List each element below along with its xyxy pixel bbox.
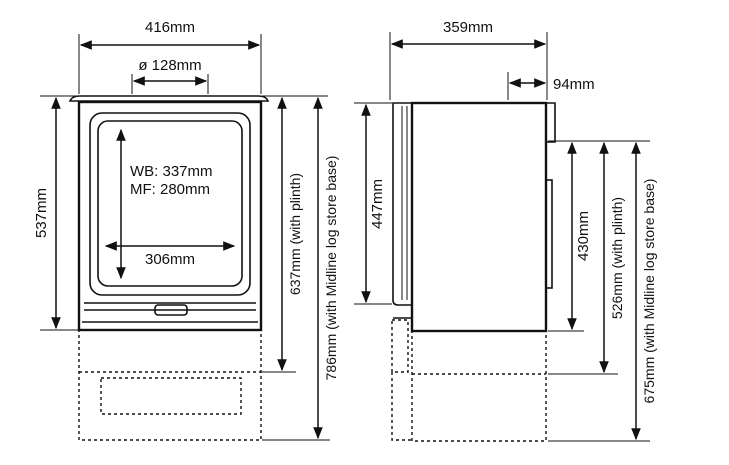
window-width-label: 306mm <box>145 251 195 268</box>
front-log-store-opening <box>100 377 242 415</box>
width-label: 416mm <box>145 19 195 36</box>
side-logstore-height-label: 675mm (with Midline log store base) <box>641 179 657 404</box>
side-view: 359mm 94mm 447mm 430mm 526mm (with plint… <box>354 19 657 442</box>
glass-label-mf: MF: 280mm <box>130 181 210 198</box>
side-rear-flue-collar <box>546 102 556 143</box>
side-plinth-height-label: 526mm (with plinth) <box>609 197 625 319</box>
side-body <box>410 101 548 333</box>
plinth-height-label: 637mm (with plinth) <box>287 173 303 295</box>
flue-offset-label: 94mm <box>553 76 595 93</box>
side-rear-handle <box>545 179 553 289</box>
front-ash-lip <box>82 302 258 323</box>
logstore-height-label: 786mm (with Midline log store base) <box>323 156 339 381</box>
flue-label: ø 128mm <box>138 57 201 74</box>
side-door <box>392 102 413 306</box>
front-top-plate <box>68 95 270 102</box>
front-glass <box>97 120 243 287</box>
door-height-label: 447mm <box>369 179 386 229</box>
front-log-store-base <box>78 329 262 441</box>
front-door-frame <box>89 112 251 296</box>
side-log-store-base <box>411 330 547 442</box>
badge-icon <box>154 304 188 316</box>
side-lower-lip <box>391 319 409 373</box>
depth-label: 359mm <box>443 19 493 36</box>
rear-height-label: 430mm <box>575 211 592 261</box>
glass-label-wb: WB: 337mm <box>130 163 213 180</box>
front-view: 416mm ø 128mm WB: 337mm MF: 280mm 306mm … <box>33 19 339 441</box>
height-label: 537mm <box>33 188 50 238</box>
